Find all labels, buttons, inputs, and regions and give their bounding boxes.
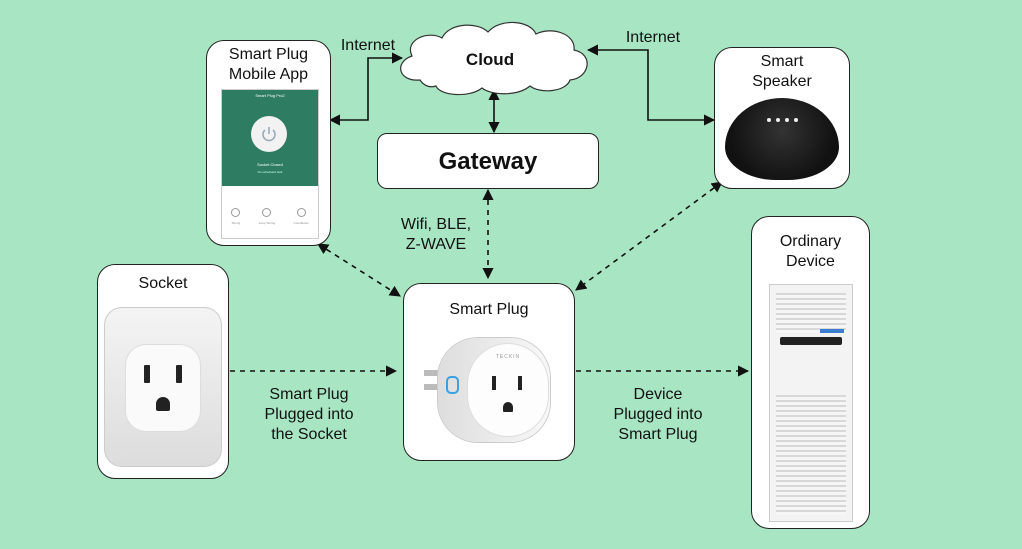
- app-header-title: Smart Plug Pro2: [255, 93, 285, 98]
- socket-substatus: No scheduled task: [257, 170, 283, 174]
- socket-status: Socket Closed: [257, 162, 283, 167]
- countdown-icon: [296, 208, 306, 217]
- app-node: Smart Plug Pro2 Socket Closed No schedul…: [206, 40, 331, 246]
- internet-label-right: Internet: [625, 29, 681, 46]
- socket-label: Socket: [138, 275, 188, 292]
- edge-app-plug: [317, 243, 401, 297]
- phone-screen: Smart Plug Pro2 Socket Closed No schedul…: [221, 89, 319, 239]
- timer-icon: [231, 208, 241, 217]
- gateway-label: Gateway: [438, 148, 538, 175]
- speaker-node: [714, 47, 850, 189]
- device-node: [751, 216, 870, 529]
- socket-node: [97, 264, 229, 479]
- speaker-image: [725, 98, 839, 180]
- device-label: Ordinary Device: [779, 233, 842, 270]
- tab-timing[interactable]: Timing: [231, 208, 241, 225]
- power-button[interactable]: [251, 116, 287, 152]
- tab-loop-timing[interactable]: Loop Timing: [259, 208, 275, 225]
- plug-brand: TECKIN: [495, 354, 521, 360]
- air-conditioner-image: [770, 285, 852, 521]
- outlet-face: [126, 345, 200, 431]
- cloud-label: Cloud: [465, 50, 515, 69]
- power-icon: [262, 127, 276, 142]
- socket-image: [104, 307, 222, 467]
- smart-plug-label: Smart Plug: [449, 301, 529, 318]
- radio-label: Wifi, BLE, Z-WAVE: [400, 216, 472, 253]
- internet-label-left: Internet: [340, 37, 396, 54]
- plug-led: [446, 376, 459, 394]
- cloud-shape: [400, 21, 588, 96]
- gateway-node: [377, 133, 599, 189]
- smart-plug-node: TECKIN: [403, 283, 575, 461]
- app-tabs: Timing Loop Timing Countdown: [222, 208, 318, 225]
- socket-plug-label: Smart Plug Plugged into the Socket: [264, 386, 354, 443]
- edge-speaker-plug: [575, 181, 723, 291]
- speaker-leds: [767, 118, 798, 122]
- edge-app-cloud: [328, 52, 404, 126]
- app-header-panel: Smart Plug Pro2 Socket Closed No schedul…: [222, 90, 318, 186]
- smart-plug-image: TECKIN: [424, 330, 560, 446]
- tab-countdown[interactable]: Countdown: [294, 208, 309, 225]
- speaker-label: Smart Speaker: [752, 53, 812, 90]
- app-label: Smart Plug Mobile App: [228, 46, 309, 83]
- loop-icon: [262, 208, 272, 217]
- edge-cloud-speaker: [586, 44, 716, 126]
- plug-device-label: Device Plugged into Smart Plug: [613, 386, 703, 443]
